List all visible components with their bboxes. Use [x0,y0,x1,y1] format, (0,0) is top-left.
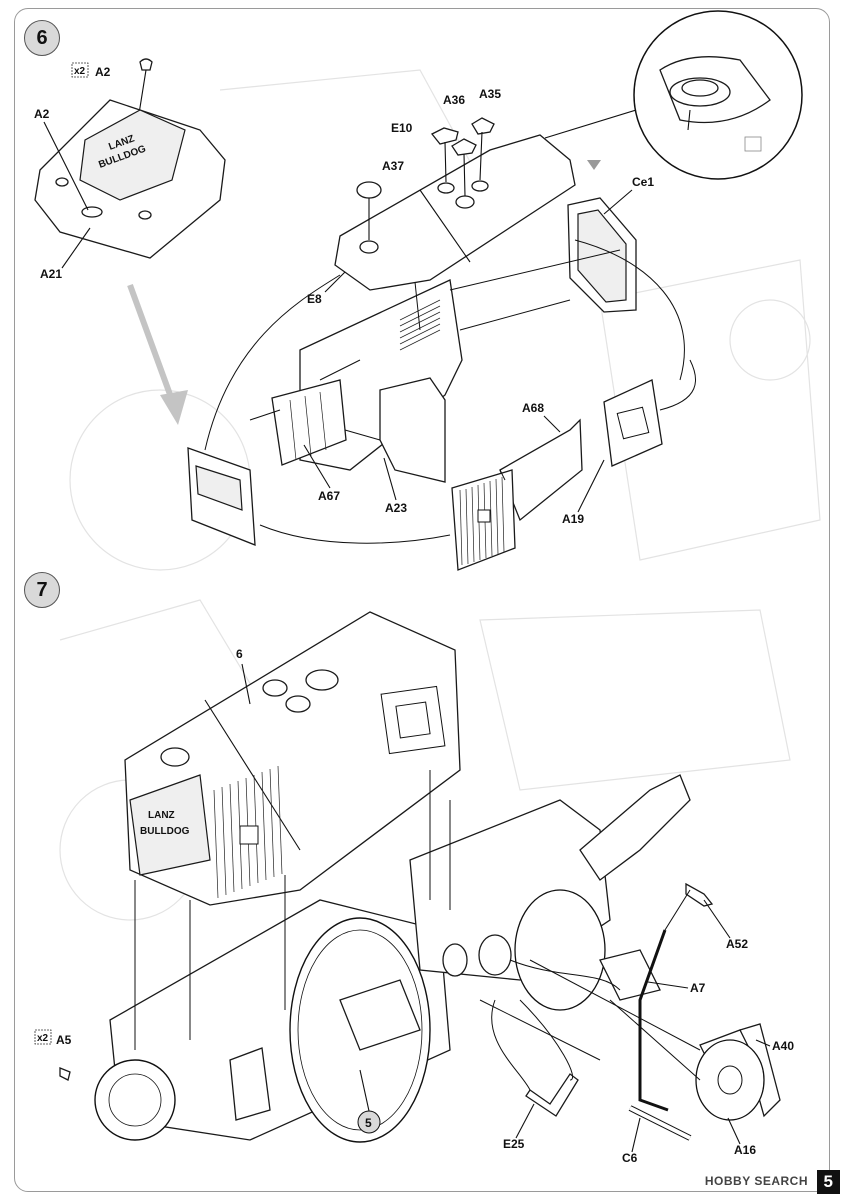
label-a2-top: A2 [95,65,111,79]
quantity-badge-x2-step7: x2 [34,1029,52,1045]
part-e8-hood-top [334,134,576,291]
label-a7: A7 [690,981,706,995]
emblem-step7-line2: BULLDOG [140,826,190,837]
part-a7-rod [638,929,669,1112]
page-frame [14,8,830,1192]
part-a23-panel [379,377,446,483]
part-a2-small [139,58,153,71]
label-a37: A37 [382,159,404,173]
assembly-hood-step7: LANZ BULLDOG [124,611,461,906]
part-a37-cap [356,181,382,199]
part-a5-bolt [59,1067,71,1081]
part-a36-cap [451,138,477,156]
step-7-badge: 7 [24,572,60,608]
label-a35: A35 [479,87,501,101]
label-a68: A68 [522,401,544,415]
assembly-paths-step6 [204,239,696,544]
label-a67: A67 [318,489,340,503]
paint-icon [587,160,601,170]
part-a19-access-panel [603,379,663,467]
detail-inset-circle [633,10,803,180]
assembly-transmission-step7 [409,774,691,1011]
emblem-step7-line1: LANZ [148,810,175,821]
label-e25: E25 [503,1137,525,1151]
glue-icon [744,136,762,152]
label-c6: C6 [622,1151,638,1165]
label-e10: E10 [391,121,413,135]
label-a52: A52 [726,937,748,951]
page-number: 5 [816,1170,840,1194]
part-e25-fitting [525,1073,579,1117]
label-a5: A5 [56,1033,72,1047]
label-ref-5: 5 [365,1116,372,1130]
direction-arrow [127,283,175,402]
label-a36: A36 [443,93,465,107]
label-a40: A40 [772,1039,794,1053]
label-a23: A23 [385,501,407,515]
part-a35-cap [471,117,495,135]
quantity-badge-x2: x2 [71,62,89,78]
label-ref-6: 6 [236,647,243,661]
label-e8: E8 [307,292,322,306]
quantity-text-step7: x2 [37,1033,49,1044]
quantity-text: x2 [74,66,86,77]
part-e10-cap [430,127,459,145]
part-radiator-grille-front [451,469,516,571]
watermark: HOBBY SEARCH [704,1174,808,1188]
part-a52-clip [685,882,714,907]
assembly-paths-step7 [134,770,701,1091]
assembly-chassis-step7 [94,899,451,1143]
part-ce1-frame [567,197,637,313]
part-a67-radiator [271,379,347,466]
part-a21-hood-cover: LANZ BULLDOG [34,99,226,259]
part-front-emblem-plate [187,447,256,546]
label-a21: A21 [40,267,62,281]
label-ce1: Ce1 [632,175,654,189]
step-6-badge: 6 [24,20,60,56]
label-a2-left: A2 [34,107,50,121]
label-a19: A19 [562,512,584,526]
label-a16: A16 [734,1143,756,1157]
part-a16-drum [695,1039,765,1121]
part-a68-side [499,418,583,522]
